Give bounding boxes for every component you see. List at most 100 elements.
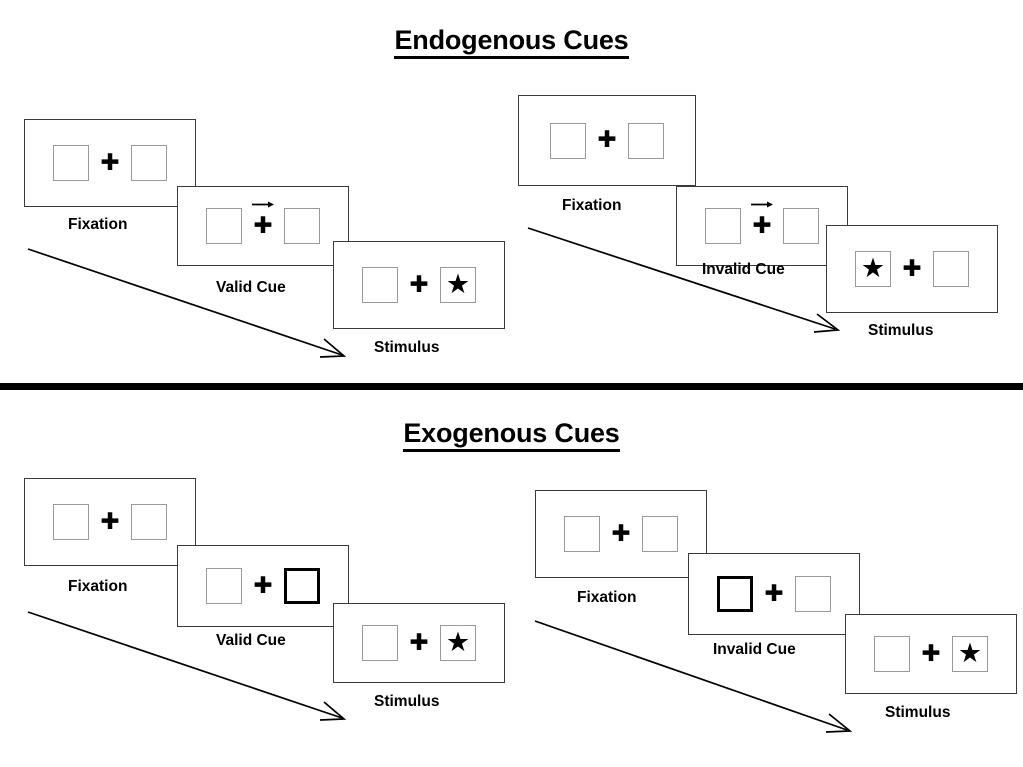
fixation-center: ✚ [89,508,131,535]
panel-exogenous-valid-cue: ✚ [177,545,349,627]
placeholder-box-right [284,208,320,244]
placeholder-box-right [795,576,831,612]
section-endogenous: Endogenous Cues ✚ Fixation ✚ [0,25,1023,358]
cue-arrow-right-icon [751,201,773,207]
fixation-cross-icon: ✚ [752,212,772,239]
panel-inner: ✚ ★ [846,615,1016,693]
target-star-icon: ★ [860,252,886,283]
placeholder-box-left [874,636,910,672]
caption-endogenous-invalid-cue: Invalid Cue [702,261,785,278]
panel-endogenous-valid-cue: ✚ [177,186,349,266]
fixation-center: ✚ [753,580,795,607]
caption-exogenous-invalid-fixation: Fixation [577,589,637,606]
fixation-cross-icon: ✚ [764,580,784,607]
fixation-center: ✚ [398,271,440,298]
placeholder-box-right [783,208,819,244]
target-box-right: ★ [952,636,988,672]
fixation-center: ✚ [242,572,284,599]
panel-inner: ✚ ★ [334,242,504,328]
placeholder-box-right [933,251,969,287]
placeholder-box-left [564,516,600,552]
placeholder-box-left [705,208,741,244]
section-title-exogenous-text: Exogenous Cues [403,418,620,452]
panel-exogenous-valid-fixation: ✚ [24,478,196,566]
section-divider [0,383,1023,390]
fixation-cross-icon: ✚ [597,127,617,153]
panel-endogenous-invalid-fixation: ✚ [518,95,696,186]
panel-endogenous-invalid-stimulus: ★ ✚ [826,225,998,313]
fixation-cross-icon: ✚ [902,255,922,282]
fixation-cross-icon: ✚ [253,572,273,599]
panel-inner: ✚ [178,546,348,626]
target-box-right: ★ [440,625,476,661]
caption-exogenous-invalid-stimulus: Stimulus [885,704,951,721]
flow-arrow-exogenous-invalid [534,620,853,733]
placeholder-box-left [206,568,242,604]
panel-exogenous-invalid-fixation: ✚ [535,490,707,578]
fixation-center: ✚ [242,201,284,239]
fixation-center: ✚ [741,201,783,239]
target-box-right: ★ [440,267,476,303]
target-star-icon: ★ [445,268,471,299]
placeholder-box-left [53,145,89,181]
section-title-endogenous: Endogenous Cues [0,25,1023,59]
fixation-cross-icon: ✚ [409,629,429,656]
fixation-cross-icon: ✚ [921,640,941,667]
fixation-center: ✚ [586,129,628,152]
panel-endogenous-invalid-cue: ✚ [676,186,848,266]
fixation-center: ✚ [600,520,642,547]
placeholder-box-left [550,122,586,159]
caption-endogenous-valid-cue: Valid Cue [216,279,286,296]
flow-arrow-endogenous-invalid [527,227,841,333]
fixation-center: ✚ [910,640,952,667]
caption-exogenous-valid-stimulus: Stimulus [374,693,440,710]
caption-endogenous-valid-fixation: Fixation [68,216,128,233]
placeholder-box-right [628,122,664,159]
panel-inner: ✚ [25,120,195,206]
fixation-center: ✚ [891,255,933,282]
flow-arrow-exogenous-valid [27,611,347,721]
panel-inner: ★ ✚ [827,226,997,312]
panel-exogenous-invalid-stimulus: ✚ ★ [845,614,1017,694]
fixation-center: ✚ [89,149,131,176]
placeholder-box-right [131,504,167,540]
panel-exogenous-valid-stimulus: ✚ ★ [333,603,505,683]
fixation-cross-icon: ✚ [409,271,429,298]
placeholder-box-left [206,208,242,244]
caption-exogenous-invalid-cue: Invalid Cue [713,641,796,658]
panel-endogenous-valid-stimulus: ✚ ★ [333,241,505,329]
fixation-center: ✚ [398,629,440,656]
placeholder-box-right [642,516,678,552]
fixation-cross-icon: ✚ [611,520,631,547]
target-box-left: ★ [855,251,891,287]
section-title-exogenous: Exogenous Cues [0,418,1023,452]
placeholder-box-left [53,504,89,540]
target-star-icon: ★ [445,626,471,657]
placeholder-box-left [362,267,398,303]
placeholder-box-right [131,145,167,181]
panel-exogenous-invalid-cue: ✚ [688,553,860,635]
fixation-cross-icon: ✚ [253,212,273,239]
section-title-endogenous-text: Endogenous Cues [394,25,629,59]
fixation-cross-icon: ✚ [100,508,120,535]
panel-inner: ✚ [677,187,847,265]
panel-inner: ✚ [178,187,348,265]
caption-endogenous-invalid-fixation: Fixation [562,197,622,214]
panel-inner: ✚ ★ [334,604,504,682]
caption-exogenous-valid-fixation: Fixation [68,578,128,595]
target-star-icon: ★ [957,637,983,668]
panel-inner: ✚ [536,491,706,577]
section-exogenous: Exogenous Cues ✚ Fixation ✚ Valid Cue [0,390,1023,767]
caption-endogenous-invalid-stimulus: Stimulus [868,322,934,339]
flow-arrow-endogenous-valid [27,248,347,358]
panel-inner: ✚ [689,554,859,634]
panel-inner: ✚ [519,96,695,185]
fixation-cross-icon: ✚ [100,149,120,176]
caption-endogenous-valid-stimulus: Stimulus [374,339,440,356]
cue-arrow-right-icon [252,201,274,207]
placeholder-box-left [362,625,398,661]
panel-inner: ✚ [25,479,195,565]
caption-exogenous-valid-cue: Valid Cue [216,632,286,649]
cued-box-right [284,568,320,604]
panel-endogenous-valid-fixation: ✚ [24,119,196,207]
